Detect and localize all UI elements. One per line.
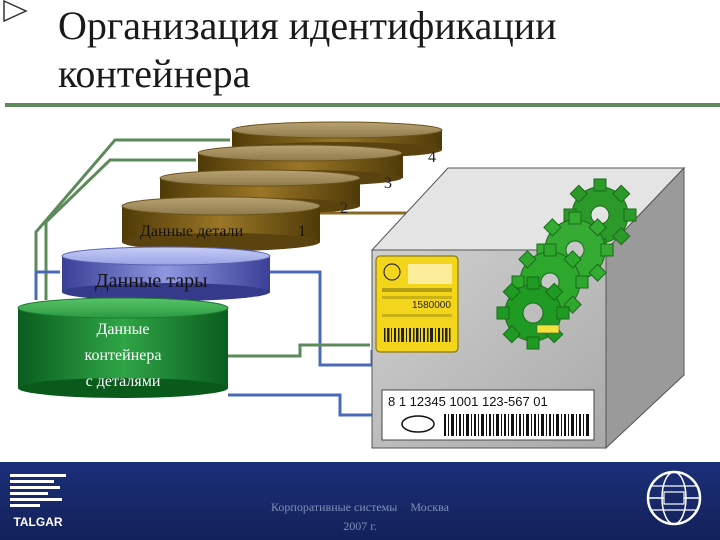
container-label-line3: с деталями (86, 373, 161, 390)
tare-label: Данные тары (95, 270, 208, 292)
brand-logo-icon (401, 415, 435, 433)
connector-container (228, 343, 370, 358)
company-name: TALGAR (13, 515, 62, 529)
footer-location: Москва (410, 500, 449, 514)
title-line-2: контейнера (58, 51, 251, 96)
title-line-1: Организация идентификации (58, 3, 557, 48)
yellow-label-number: 1580000 (412, 300, 451, 311)
globe-logo-icon (646, 470, 702, 526)
layer4-number: 4 (428, 149, 436, 166)
container-label-line1: Данные (97, 321, 150, 338)
footer-bar (0, 462, 720, 540)
corner-arrow-icon (3, 0, 28, 22)
parts-number: 1 (298, 223, 306, 240)
connector-tare-left (34, 270, 60, 300)
footer-caption: Корпоративные системы Москва 2007 г. (240, 498, 480, 536)
talgar-logo: TALGAR (10, 474, 66, 529)
gear-icon (496, 178, 637, 350)
container-label-line2: контейнера (85, 347, 162, 364)
barcode-label: 8 1 12345 1001 123-567 01 (381, 389, 595, 441)
page-title: Организация идентификации контейнера (58, 2, 658, 98)
parts-label: Данные детали (140, 223, 244, 240)
yellow-product-label: 1580000 (375, 255, 459, 353)
cylinder-container (17, 297, 229, 398)
layer3-number: 3 (384, 175, 392, 192)
connector-layer4 (34, 138, 230, 300)
layer2-number: 2 (340, 200, 348, 217)
title-divider (5, 103, 720, 107)
connector-tare (270, 270, 374, 367)
footer-year: 2007 г. (343, 519, 377, 533)
barcode-number: 8 1 12345 1001 123-567 01 (388, 394, 548, 409)
footer-text: Корпоративные системы (271, 500, 398, 514)
cylinder-parts (121, 196, 321, 251)
cylinder-tare (61, 246, 271, 301)
connector-container-bottom (228, 393, 372, 417)
connector-layer3 (44, 158, 196, 300)
container-diagram: 4 3 2 Данные детали 1 Данные тар (17, 121, 686, 450)
